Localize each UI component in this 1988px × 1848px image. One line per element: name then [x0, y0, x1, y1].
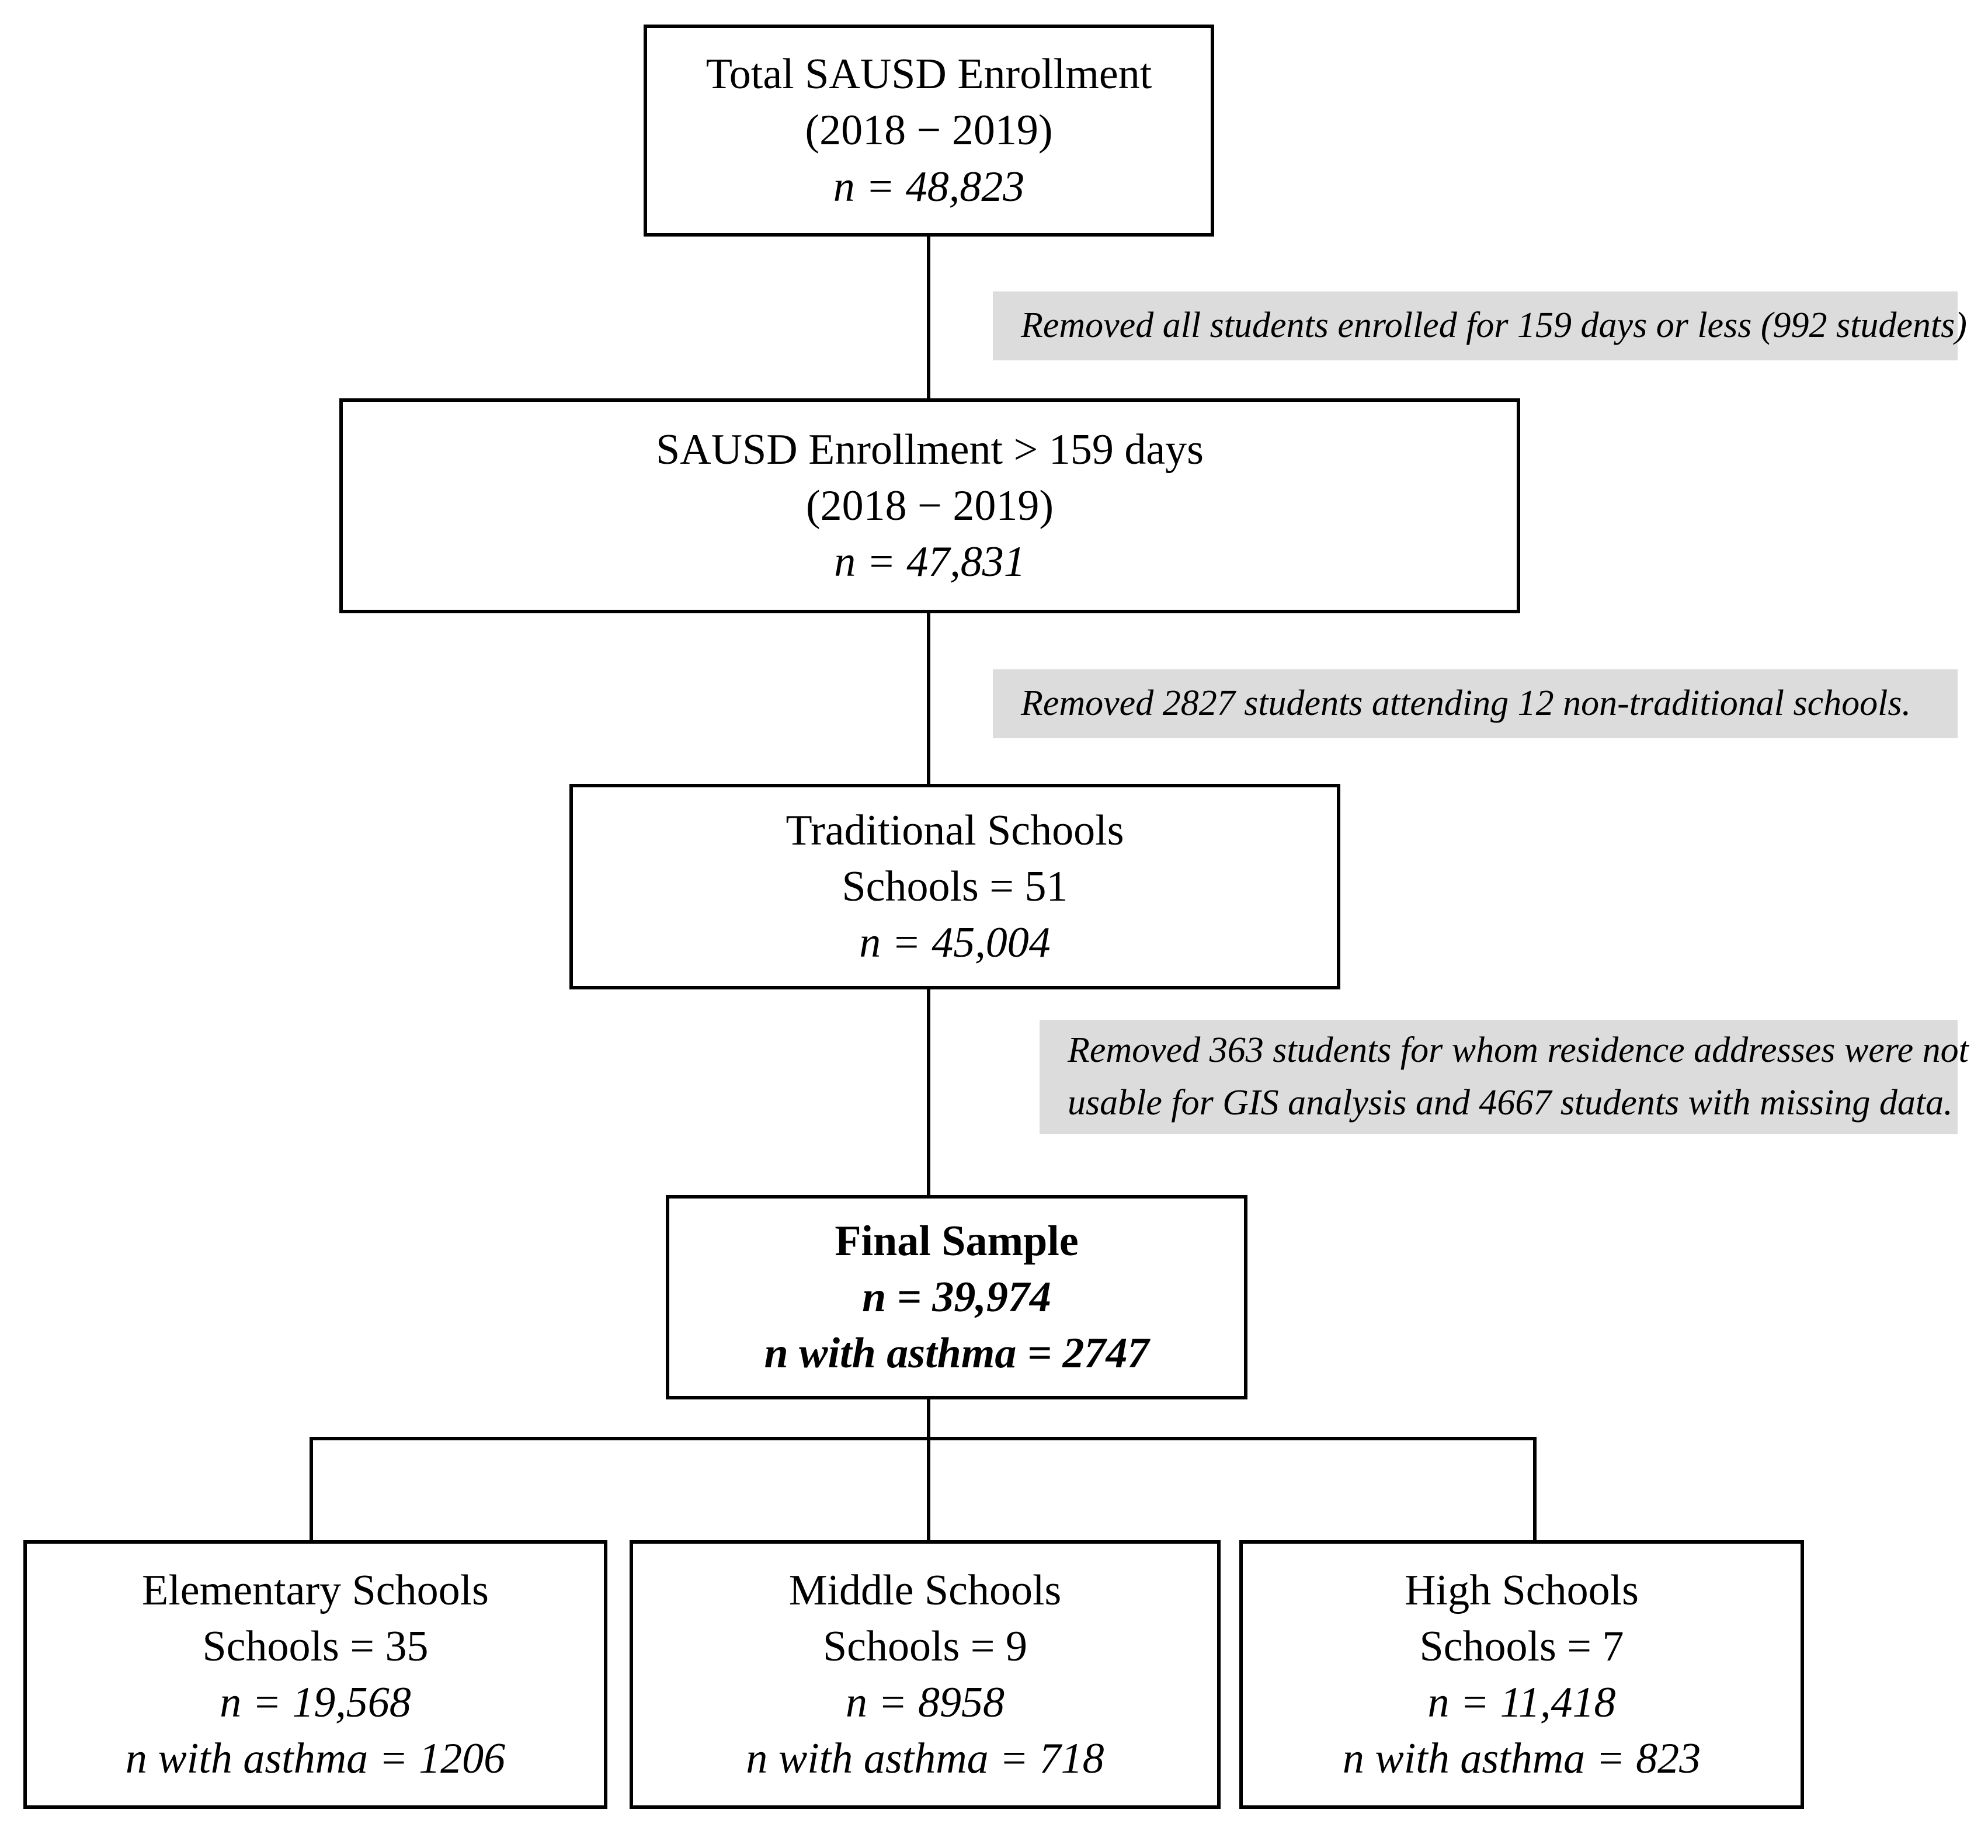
node-line: Schools = 35 [202, 1622, 429, 1670]
node-line: Traditional Schools [786, 806, 1124, 854]
note-exclusion-address-missing: Removed 363 students for whom residence … [1040, 1020, 1969, 1134]
node-line: n with asthma = 718 [746, 1735, 1104, 1783]
note-line: Removed 363 students for whom residence … [1068, 1030, 1969, 1071]
branch-bar [310, 1437, 1537, 1440]
connector-traditional-to-final [927, 989, 930, 1195]
node-line: SAUSD Enrollment > 159 days [656, 425, 1204, 474]
node-line: n = 45,004 [859, 919, 1051, 967]
node-line: n = 8958 [846, 1679, 1005, 1727]
node-enrollment-over-159: SAUSD Enrollment > 159 days (2018 − 2019… [339, 398, 1520, 613]
node-line: (2018 − 2019) [805, 481, 1054, 530]
connector-branch-to-middle [927, 1437, 930, 1542]
node-line: n = 48,823 [833, 162, 1025, 211]
node-line: n = 19,568 [220, 1679, 411, 1727]
node-line: (2018 − 2019) [805, 106, 1053, 155]
node-line: n = 11,418 [1427, 1679, 1616, 1727]
node-line: n with asthma = 2747 [764, 1329, 1149, 1378]
note-exclusion-non-traditional: Removed 2827 students attending 12 non-t… [993, 669, 1958, 738]
node-line: Elementary Schools [142, 1566, 489, 1614]
node-line: Total SAUSD Enrollment [705, 50, 1152, 99]
node-elementary-schools: Elementary Schools Schools = 35 n = 19,5… [23, 1540, 607, 1809]
connector-final-to-branchbar [927, 1399, 930, 1439]
node-line: Schools = 51 [842, 862, 1068, 911]
node-line: n with asthma = 1206 [125, 1735, 506, 1783]
node-line: n = 39,974 [862, 1273, 1051, 1321]
node-line: Schools = 9 [822, 1622, 1028, 1670]
node-line: n = 47,831 [834, 538, 1026, 586]
node-line: Schools = 7 [1419, 1622, 1624, 1670]
connector-branch-to-elementary [310, 1437, 313, 1542]
node-total-enrollment: Total SAUSD Enrollment (2018 − 2019) n =… [644, 25, 1214, 237]
connector-branch-to-high [1533, 1437, 1537, 1542]
node-line: n with asthma = 823 [1342, 1735, 1701, 1783]
node-middle-schools: Middle Schools Schools = 9 n = 8958 n wi… [630, 1540, 1221, 1809]
node-line: Middle Schools [788, 1566, 1062, 1614]
node-line: Final Sample [835, 1217, 1079, 1265]
note-exclusion-enrollment-days: Removed all students enrolled for 159 da… [993, 291, 1967, 360]
node-line: High Schools [1405, 1566, 1639, 1614]
note-line: Removed all students enrolled for 159 da… [1021, 305, 1967, 346]
node-final-sample: Final Sample n = 39,974 n with asthma = … [666, 1195, 1247, 1399]
connector-total-to-over159 [927, 237, 930, 398]
node-traditional-schools: Traditional Schools Schools = 51 n = 45,… [569, 784, 1340, 989]
note-line: Removed 2827 students attending 12 non-t… [1021, 683, 1911, 724]
connector-over159-to-traditional [927, 613, 930, 784]
node-high-schools: High Schools Schools = 7 n = 11,418 n wi… [1239, 1540, 1804, 1809]
note-line: usable for GIS analysis and 4667 student… [1068, 1083, 1953, 1123]
